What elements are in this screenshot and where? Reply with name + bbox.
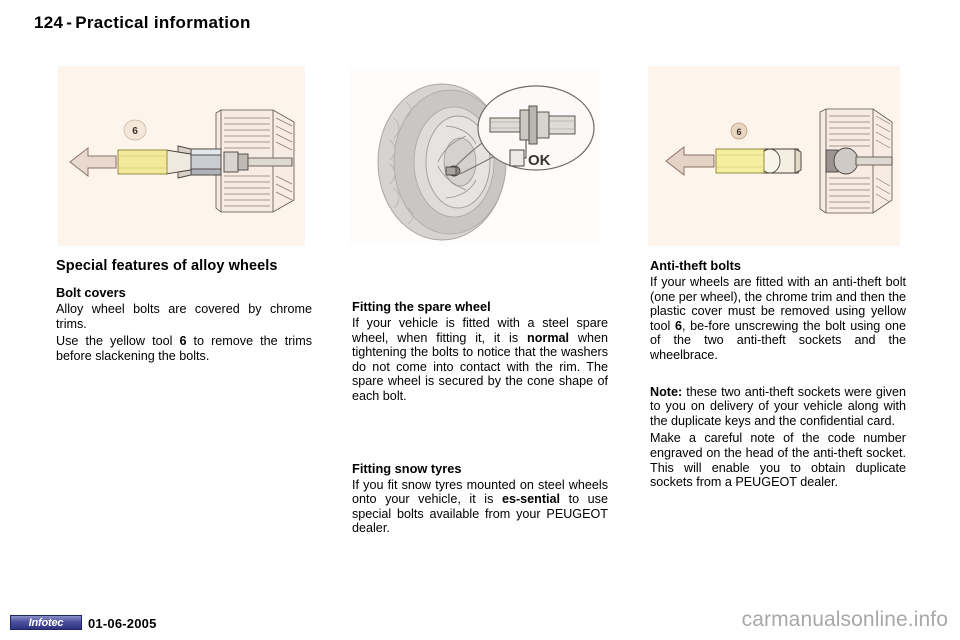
paragraph-note-sockets: Note: these two anti-theft sockets were … — [650, 385, 906, 429]
header-separator: - — [66, 13, 73, 32]
paragraph-anti-theft-bolts: If your wheels are fitted with an anti-t… — [650, 275, 906, 363]
text-column-left: Special features of alloy wheels Bolt co… — [56, 258, 312, 363]
paragraph-spare-wheel-part1: If your vehicle is fitted with a steel s… — [352, 316, 608, 345]
note-block: Note: these two anti-theft sockets were … — [650, 385, 906, 490]
footer-date: 01-06-2005 — [88, 616, 157, 631]
figure-strip: 6 — [0, 66, 960, 246]
paragraph-code-number: Make a careful note of the code number e… — [650, 431, 906, 490]
figure-spare-wheel-bolt-seating: OK — [350, 66, 600, 246]
paragraph-fitting-spare-wheel: If your vehicle is fitted with a steel s… — [352, 316, 608, 404]
figure-alloy-wheel-bolt-cover-removal: 6 — [58, 66, 305, 246]
figure3-callout-6: 6 — [730, 122, 748, 140]
text-column-right: Anti-theft bolts If your wheels are fitt… — [650, 258, 906, 490]
note-text: these two anti-theft sockets were given … — [650, 384, 906, 428]
paragraph-yellow-tool-part2: to remove the trims before slackening th… — [56, 334, 312, 363]
svg-text:6: 6 — [736, 127, 741, 137]
infotec-logo: Infotec — [10, 615, 82, 630]
paragraph-snow-tyres-part1: If you fit snow tyres mounted on steel w… — [352, 477, 608, 507]
snow-tyres-block: Fitting snow tyres If you fit snow tyres… — [352, 461, 608, 536]
paragraph-anti-theft-part2: , be-fore unscrewing the bolt using one … — [650, 318, 906, 362]
subsection-title-bolt-covers: Bolt covers — [56, 285, 126, 300]
spare-wheel-bolt-seating-illustration: OK — [350, 66, 600, 246]
tool-number-6-left: 6 — [179, 334, 187, 349]
paragraph-fitting-snow-tyres: If you fit snow tyres mounted on steel w… — [352, 478, 608, 536]
page-footer: Infotec 01-06-2005 carmanualsonline.info — [0, 598, 960, 640]
tool-number-6-right: 6 — [674, 318, 682, 333]
emphasis-essential: es-sential — [501, 492, 561, 507]
page-title: Practical information — [75, 13, 251, 32]
site-watermark: carmanualsonline.info — [741, 608, 948, 631]
paragraph-snow-tyres-part2: to use special bolts available from your… — [352, 492, 608, 536]
paragraph-anti-theft-part1: If your wheels are fitted with an anti-t… — [650, 275, 906, 333]
svg-text:6: 6 — [132, 126, 138, 137]
alloy-wheel-bolt-cover-removal-illustration: 6 — [58, 66, 305, 246]
page-number: 124 — [34, 13, 64, 32]
emphasis-normal: normal — [527, 330, 570, 345]
anti-theft-bolt-cover-removal-illustration: 6 — [648, 66, 900, 246]
section-title-alloy-wheels: Special features of alloy wheels — [56, 258, 278, 274]
note-label: Note: — [650, 384, 683, 399]
figure2-ok-label: OK — [528, 152, 551, 169]
subsection-title-anti-theft-bolts: Anti-theft bolts — [650, 258, 741, 273]
paragraph-spare-wheel-part2: when tightening the bolts to notice that… — [352, 330, 609, 403]
page-header: 124-Practical information — [34, 13, 251, 33]
text-column-middle: Fitting the spare wheel If your vehicle … — [352, 299, 608, 536]
paragraph-yellow-tool-part1: Use the yellow tool — [56, 334, 180, 349]
paragraph-yellow-tool-use: Use the yellow tool 6 to remove the trim… — [56, 334, 312, 363]
figure1-callout-6: 6 — [123, 119, 147, 141]
figure-anti-theft-bolt-cover-removal: 6 — [648, 66, 900, 246]
subsection-title-fitting-snow-tyres: Fitting snow tyres — [352, 460, 462, 476]
subsection-title-fitting-spare-wheel: Fitting the spare wheel — [352, 299, 491, 314]
paragraph-alloy-bolt-trims: Alloy wheel bolts are covered by chrome … — [56, 302, 312, 331]
